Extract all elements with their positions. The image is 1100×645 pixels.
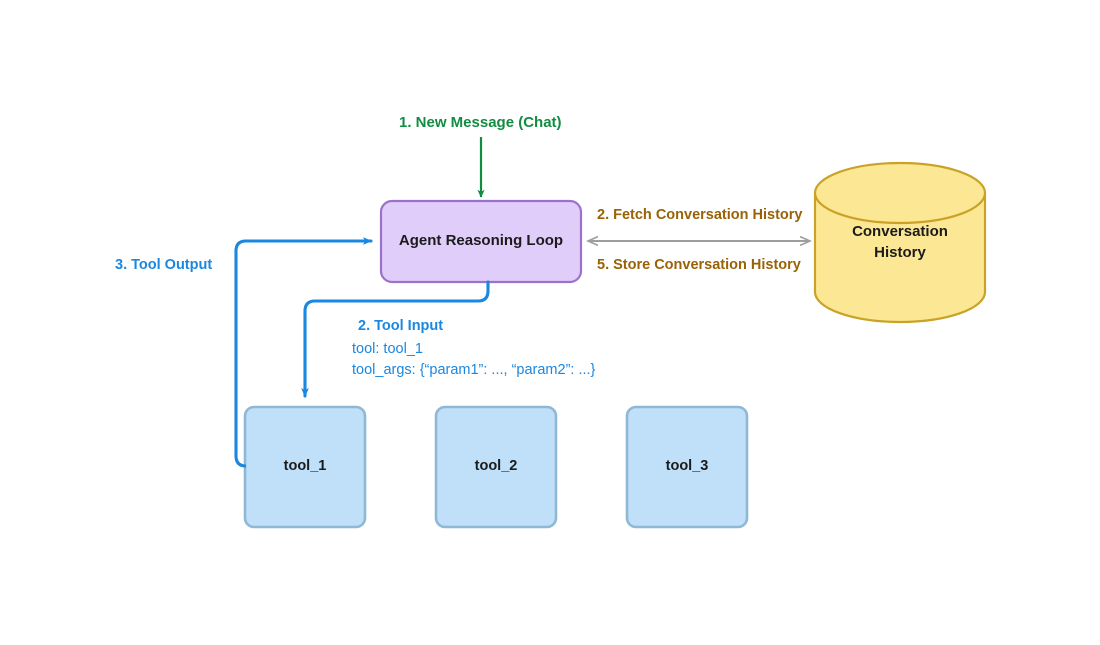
tool-input-tool-line: tool: tool_1 (352, 341, 423, 357)
tool-input-arrow (301, 280, 490, 398)
store-conversation-history-edge-label: 5. Store Conversation History (597, 257, 801, 273)
tool-input-edge-label: 2. Tool Input (358, 318, 444, 334)
conversation-history-database-node (813, 161, 987, 324)
fetch-conversation-history-edge-label: 2. Fetch Conversation History (597, 207, 803, 223)
new-message-edge-label: 1. New Message (Chat) (399, 114, 562, 131)
tool-3-node (625, 405, 749, 529)
tool-output-arrow (234, 237, 373, 468)
tool-1-node (243, 405, 367, 529)
tool-output-edge-label: 3. Tool Output (115, 257, 213, 273)
tool-2-node (434, 405, 558, 529)
tool-input-args-line: tool_args: {“param1”: ..., “param2”: ...… (352, 362, 596, 378)
agent-reasoning-loop-node (379, 199, 583, 284)
